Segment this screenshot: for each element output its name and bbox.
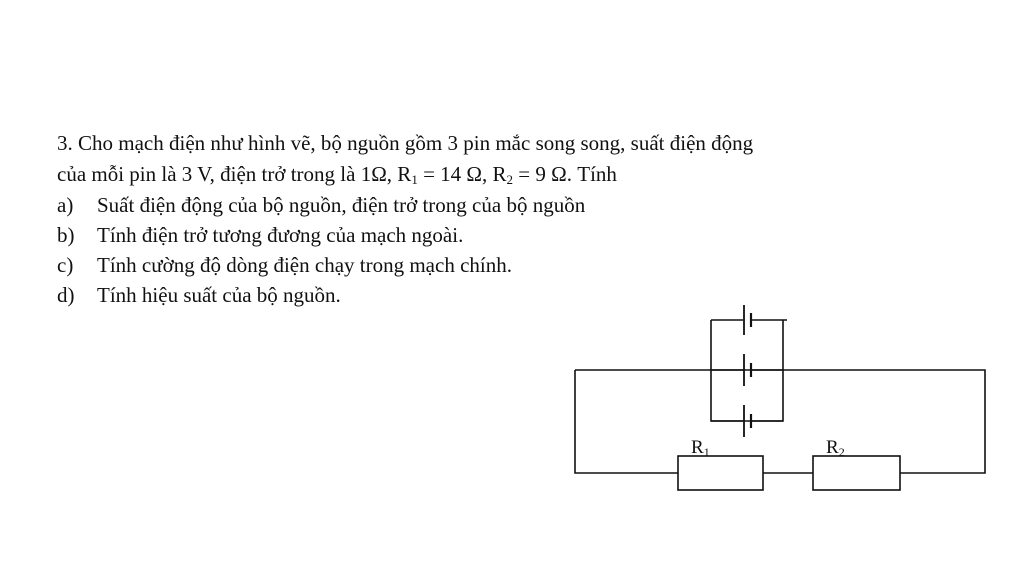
resistor-r2: [812, 455, 901, 491]
question-letter: d): [57, 283, 75, 307]
question-item-c: c) Tính cường độ dòng điện chạy trong mạ…: [57, 250, 977, 280]
question-text: Tính điện trở tương đương của mạch ngoài…: [97, 223, 464, 247]
question-item-b: b) Tính điện trở tương đương của mạch ng…: [57, 220, 977, 250]
question-item-a: a) Suất điện động của bộ nguồn, điện trở…: [57, 190, 977, 220]
problem-number: 3.: [57, 131, 73, 155]
r2-label: R2: [826, 437, 845, 459]
problem-intro: Cho mạch điện như hình vẽ, bộ nguồn gồm …: [78, 131, 754, 155]
question-letter: a): [57, 193, 74, 217]
problem-text: 3. Cho mạch điện như hình vẽ, bộ nguồn g…: [57, 128, 977, 310]
question-letter: c): [57, 253, 74, 277]
question-text: Suất điện động của bộ nguồn, điện trở tr…: [97, 193, 586, 217]
problem-statement-line-1: 3. Cho mạch điện như hình vẽ, bộ nguồn g…: [57, 128, 977, 159]
line2-part-c: = 9 Ω. Tính: [513, 162, 617, 186]
r1-subscript: 1: [411, 172, 418, 187]
question-text: Tính cường độ dòng điện chạy trong mạch …: [97, 253, 512, 277]
line2-part-b: = 14 Ω, R: [417, 162, 507, 186]
resistor-r1: [677, 455, 764, 491]
r1-label: R1: [691, 437, 710, 459]
problem-statement-line-2: của mỗi pin là 3 V, điện trở trong là 1Ω…: [57, 159, 977, 190]
question-letter: b): [57, 223, 75, 247]
r2-subscript: 2: [506, 172, 514, 187]
line2-part-a: của mỗi pin là 3 V, điện trở trong là 1Ω…: [57, 162, 412, 186]
question-item-d: d) Tính hiệu suất của bộ nguồn.: [57, 280, 977, 310]
question-text: Tính hiệu suất của bộ nguồn.: [97, 283, 341, 307]
